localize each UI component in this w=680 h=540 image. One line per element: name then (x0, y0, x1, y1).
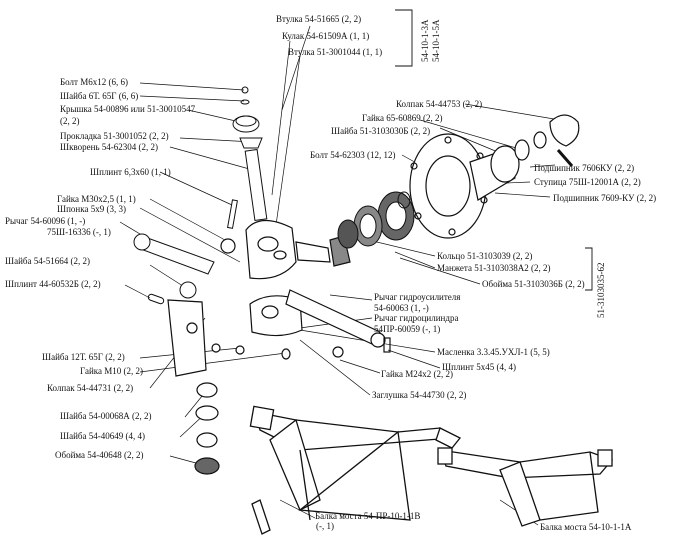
label-rychag-096: Рычаг 54-60096 (1, -) (5, 216, 86, 226)
label-stupica: Ступица 75Ш-12001А (2, 2) (534, 177, 641, 187)
steering-lever (133, 233, 215, 305)
label-rychag-336: 75Ш-16336 (-, 1) (47, 227, 111, 237)
label-maslenka: Масленка 3.3.45.УХЛ-1 (5, 5) (437, 347, 550, 357)
axle-bracket (167, 299, 291, 475)
axle-beam-1 (249, 405, 462, 535)
label-podsh-7606: Подшипник 7606КУ (2, 2) (534, 163, 635, 173)
label-gaika-m10: Гайка М10 (2, 2) (80, 366, 144, 376)
label-group-a: 54-10-1-3А (420, 19, 430, 63)
label-shkvoren: Шкворень 54-62304 (2, 2) (60, 142, 159, 152)
label-zaglushka: Заглушка 54-44730 (2, 2) (372, 390, 467, 400)
label-gaika-65: Гайка 65-60869 (2, 2) (362, 113, 443, 123)
label-balka-1b-qty: (-, 1) (316, 521, 334, 531)
label-bolt-m6: Болт М6х12 (6, 6) (60, 77, 128, 87)
bearing-stack (337, 191, 415, 249)
label-shayba-6t: Шайба 6Т. 65Г (6, 6) (60, 91, 139, 101)
label-manzheta: Манжета 51-3103038А2 (2, 2) (437, 263, 551, 273)
label-obojma-036b: Обойма 51-3103036Б (2, 2) (482, 279, 585, 289)
label-kolpak-753: Колпак 54-44753 (2, 2) (396, 99, 483, 109)
label-vtulka-665: Втулка 54-51665 (2, 2) (276, 14, 362, 24)
label-kryshka: Крышка 54-00896 или 51-30010547 (60, 104, 196, 114)
label-prokladka: Прокладка 51-3001052 (2, 2) (60, 131, 169, 141)
label-group-b: 54-10-1-5А (431, 19, 441, 63)
lower-knuckle (249, 289, 391, 358)
label-kolco: Кольцо 51-3103039 (2, 2) (437, 251, 533, 261)
label-shayba-030b: Шайба 51-3103030Б (2, 2) (331, 126, 431, 136)
label-vtulka-044: Втулка 51-3001044 (1, 1) (288, 47, 383, 57)
label-rychag-gu-num: 54-60063 (1, -) (374, 303, 429, 313)
label-kolpak-731: Колпак 54-44731 (2, 2) (47, 383, 134, 393)
label-balka-1b: Балка моста 54-ПР-10-1-1В (315, 511, 421, 521)
label-shayba-068a: Шайба 54-00068А (2, 2) (60, 411, 152, 421)
kingpin-stack (227, 86, 268, 229)
wheel-hub (409, 114, 580, 239)
label-group-c: 51-3103035-62 (596, 262, 606, 319)
label-rychag-gc-num: 54ПР-60059 (-, 1) (374, 324, 441, 334)
label-podsh-7609: Подшипник 7609-КУ (2, 2) (553, 193, 657, 203)
label-shayba-649: Шайба 54-40649 (4, 4) (60, 431, 145, 441)
label-kryshka-qty: (2, 2) (60, 116, 80, 126)
label-obojma-648: Обойма 54-40648 (2, 2) (55, 450, 144, 460)
label-rychag-gu: Рычаг гидроусилителя (374, 292, 461, 302)
label-shayba-12t: Шайба 12Т. 65Г (2, 2) (42, 352, 125, 362)
group-bracket-top (395, 9, 413, 67)
label-shplint-545: Шплинт 5х45 (4, 4) (442, 362, 516, 372)
group-bracket-right (585, 247, 593, 291)
label-gaika-m30: Гайка М30х2,5 (1, 1) (57, 194, 136, 204)
steering-knuckle (220, 219, 351, 280)
label-shplint-605: Шплинт 44-60532Б (2, 2) (5, 279, 101, 289)
label-shayba-664: Шайба 54-51664 (2, 2) (5, 256, 90, 266)
label-bolt-303: Болт 54-62303 (12, 12) (310, 150, 396, 160)
label-shplint-63: Шплинт 6,3х60 (1, 1) (90, 167, 171, 177)
label-rychag-gc: Рычаг гидроцилиндра (374, 313, 459, 323)
label-shponka: Шпонка 5х9 (3, 3) (57, 204, 126, 214)
leader-lines (119, 25, 561, 526)
label-kulak: Кулак 54-61509А (1, 1) (282, 31, 370, 41)
label-gaika-m24: Гайка М24х2 (2, 2) (381, 369, 454, 379)
label-balka-1a: Балка моста 54-10-1-1А (540, 522, 632, 532)
axle-beam-2 (437, 447, 614, 527)
